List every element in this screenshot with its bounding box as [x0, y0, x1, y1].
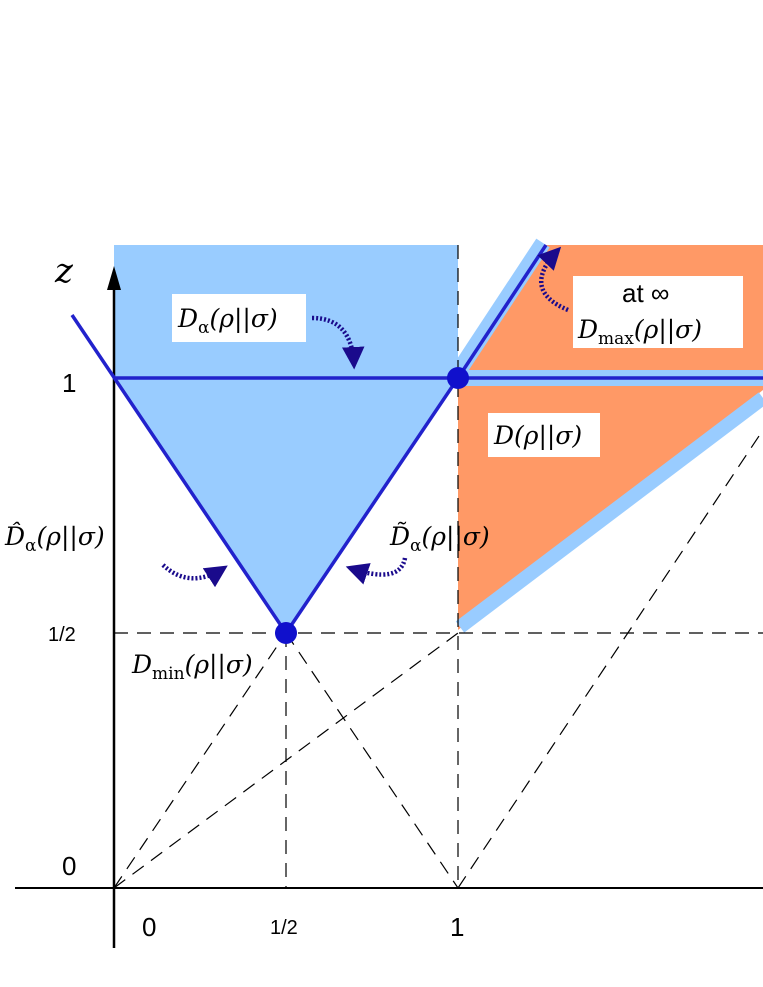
y-tick-1: 1 — [62, 368, 76, 398]
arrow-d-hat — [161, 563, 228, 588]
band-lower-diagonal — [455, 392, 763, 633]
dashed-guides — [113, 245, 763, 889]
y-tick-half: 1/2 — [48, 624, 76, 646]
label-box-d-umegaki — [488, 413, 600, 457]
x-tick-1: 1 — [450, 912, 464, 942]
arrow-d-max — [537, 246, 569, 313]
label-d-tilde: D̃α(ρ||σ) — [389, 522, 490, 556]
y-axis-arrowhead — [107, 266, 121, 290]
point-min — [275, 622, 297, 644]
x-tick-0: 0 — [142, 912, 156, 942]
label-box-d-alpha — [172, 294, 306, 342]
y-tick-0: 0 — [62, 851, 76, 881]
x-tick-half: 1/2 — [270, 917, 298, 939]
pointer-arrows — [161, 246, 569, 588]
boundary-lines — [70, 244, 763, 634]
arrow-d-tilde — [345, 557, 408, 585]
point-one — [447, 367, 469, 389]
label-at-infinity: at ∞ — [622, 278, 669, 308]
label-d-umegaki: D(ρ||σ) — [493, 421, 582, 451]
y-axis-label: z — [54, 251, 74, 291]
label-d-max: Dmax(ρ||σ) — [577, 315, 702, 349]
arrow-d-alpha — [311, 315, 365, 370]
label-d-hat: D̂α(ρ||σ) — [4, 522, 105, 556]
label-d-min: Dmin(ρ||σ) — [131, 650, 253, 684]
band-upper-diagonal — [449, 238, 550, 380]
label-d-alpha: Dα(ρ||σ) — [177, 304, 278, 338]
label-box-d-max — [573, 276, 743, 348]
